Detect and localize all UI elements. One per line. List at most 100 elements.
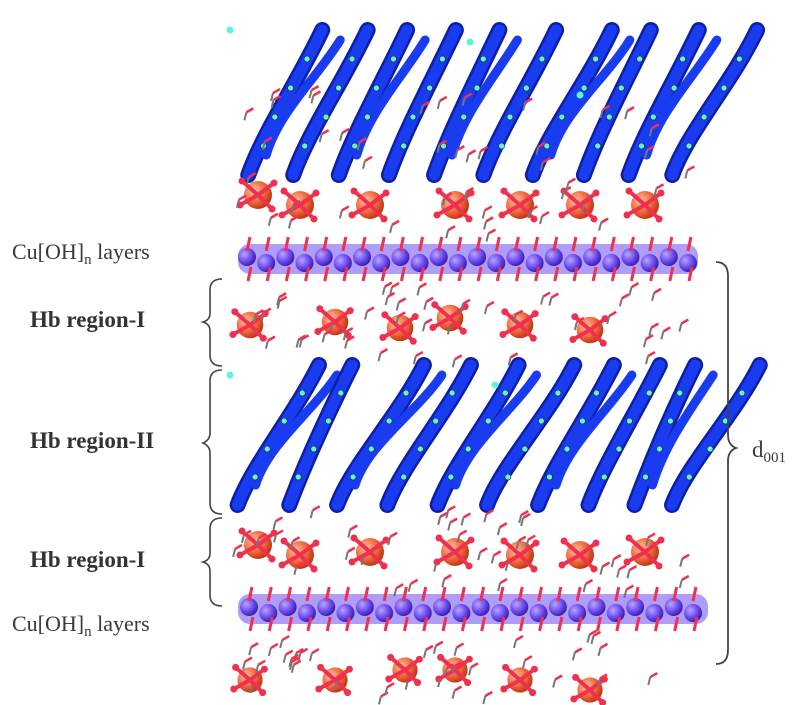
nitrogen-atom (409, 113, 417, 121)
oxygen-atom (498, 561, 506, 569)
water-bond (299, 647, 309, 654)
water-bond (451, 690, 456, 699)
oxygen-atom (316, 305, 324, 313)
copper-atom (278, 598, 297, 616)
water-bond (628, 286, 633, 296)
d-label-sub: 001 (763, 450, 787, 466)
hydroxyl-bond (552, 236, 559, 252)
nitrogen-atom (400, 142, 407, 150)
water-bond (453, 647, 458, 656)
water-bond (443, 574, 452, 581)
oxygen-atom (571, 313, 579, 321)
hydroxyl-bond (305, 586, 312, 602)
water-bond (347, 546, 356, 553)
water-bond (597, 647, 602, 657)
copper-atom (529, 604, 548, 622)
oxygen-atom (409, 337, 417, 345)
water-bond (331, 319, 340, 326)
oxygen-atom (558, 211, 566, 219)
copper-atom (563, 254, 582, 272)
water-bond (404, 681, 409, 691)
oxygen-atom (431, 301, 439, 309)
molecule-group-top (240, 22, 766, 183)
water-bond (341, 127, 350, 135)
water-bond (245, 107, 254, 114)
hydroxyl-bond (610, 266, 617, 282)
water-bond (479, 146, 489, 153)
copper-atom (257, 254, 276, 272)
water-bond (583, 198, 592, 205)
so-bond (352, 536, 372, 554)
chain-highlight (331, 359, 430, 511)
chain-secondary (251, 370, 342, 490)
hydroxyl-bond (306, 616, 313, 632)
water-bond (257, 659, 266, 666)
water-bond (288, 658, 293, 668)
water-bond (606, 315, 611, 325)
water-bond (272, 521, 277, 530)
oxygen-atom (590, 215, 598, 223)
water-bond (270, 642, 279, 650)
water-bond (291, 536, 301, 543)
nitrogen-atom (402, 389, 410, 397)
hydroxyl-bond (480, 616, 487, 632)
water-bond (626, 569, 631, 579)
water-bond (336, 675, 345, 683)
chain-highlight (432, 359, 525, 511)
hydroxyl-bond (633, 586, 640, 602)
water-bond (418, 282, 428, 289)
nitrogen-atom (368, 445, 375, 453)
water-bond (590, 635, 595, 645)
water-bond (389, 531, 398, 538)
nitrogen-atom (504, 473, 512, 481)
water-bond (497, 582, 502, 592)
nitrogen-atom (592, 55, 599, 63)
hb-region-label-bottom: Hb region-I (30, 547, 146, 572)
nitrogen-atom (523, 84, 530, 92)
water-bond (437, 678, 442, 688)
nitrogen-atom (473, 84, 481, 92)
chain-highlight (527, 24, 618, 181)
water-bond (391, 281, 400, 289)
nitrogen-atom (600, 473, 608, 481)
oxygen-atom (382, 189, 390, 197)
water-bond (267, 647, 272, 657)
water-bond (618, 298, 623, 307)
water-bond (460, 517, 465, 526)
oxygen-atom (500, 187, 508, 195)
water-bond (470, 662, 479, 669)
water-bond (507, 357, 512, 366)
oxygen-atom (231, 308, 239, 316)
water-bond (240, 534, 245, 544)
hydroxyl-bond (514, 266, 521, 282)
water-bond (518, 514, 523, 524)
oxygen-atom (558, 561, 566, 569)
bracket-region-bottom (200, 517, 223, 607)
water-bond (309, 509, 314, 519)
nitrogen-atom (501, 389, 509, 397)
water-bond (541, 211, 550, 218)
oxygen-atom (500, 537, 508, 545)
oxygen-atom (498, 211, 506, 219)
water-bond (338, 210, 343, 219)
water-bond (626, 106, 635, 113)
chain-secondary (451, 370, 542, 490)
hydroxyl-bond (557, 616, 564, 632)
nitrogen-atom (464, 445, 472, 453)
oxygen-atom (346, 307, 354, 315)
hydroxyl-bond (591, 266, 598, 282)
copper-atom (548, 598, 567, 616)
hydroxyl-bond (476, 266, 483, 282)
water-bond (264, 136, 273, 143)
water-bond (341, 205, 350, 212)
hydroxyl-bond (475, 236, 482, 252)
water-bond (253, 313, 258, 323)
water-bond (289, 540, 294, 550)
nitrogen-atom (485, 417, 492, 425)
hb-region-label-top: Hb region-I (30, 307, 146, 332)
chain-secondary (261, 35, 345, 160)
water-bond (251, 679, 261, 687)
nitrogen-atom (638, 142, 645, 150)
water-bond (518, 535, 527, 542)
water-bond (537, 141, 546, 148)
